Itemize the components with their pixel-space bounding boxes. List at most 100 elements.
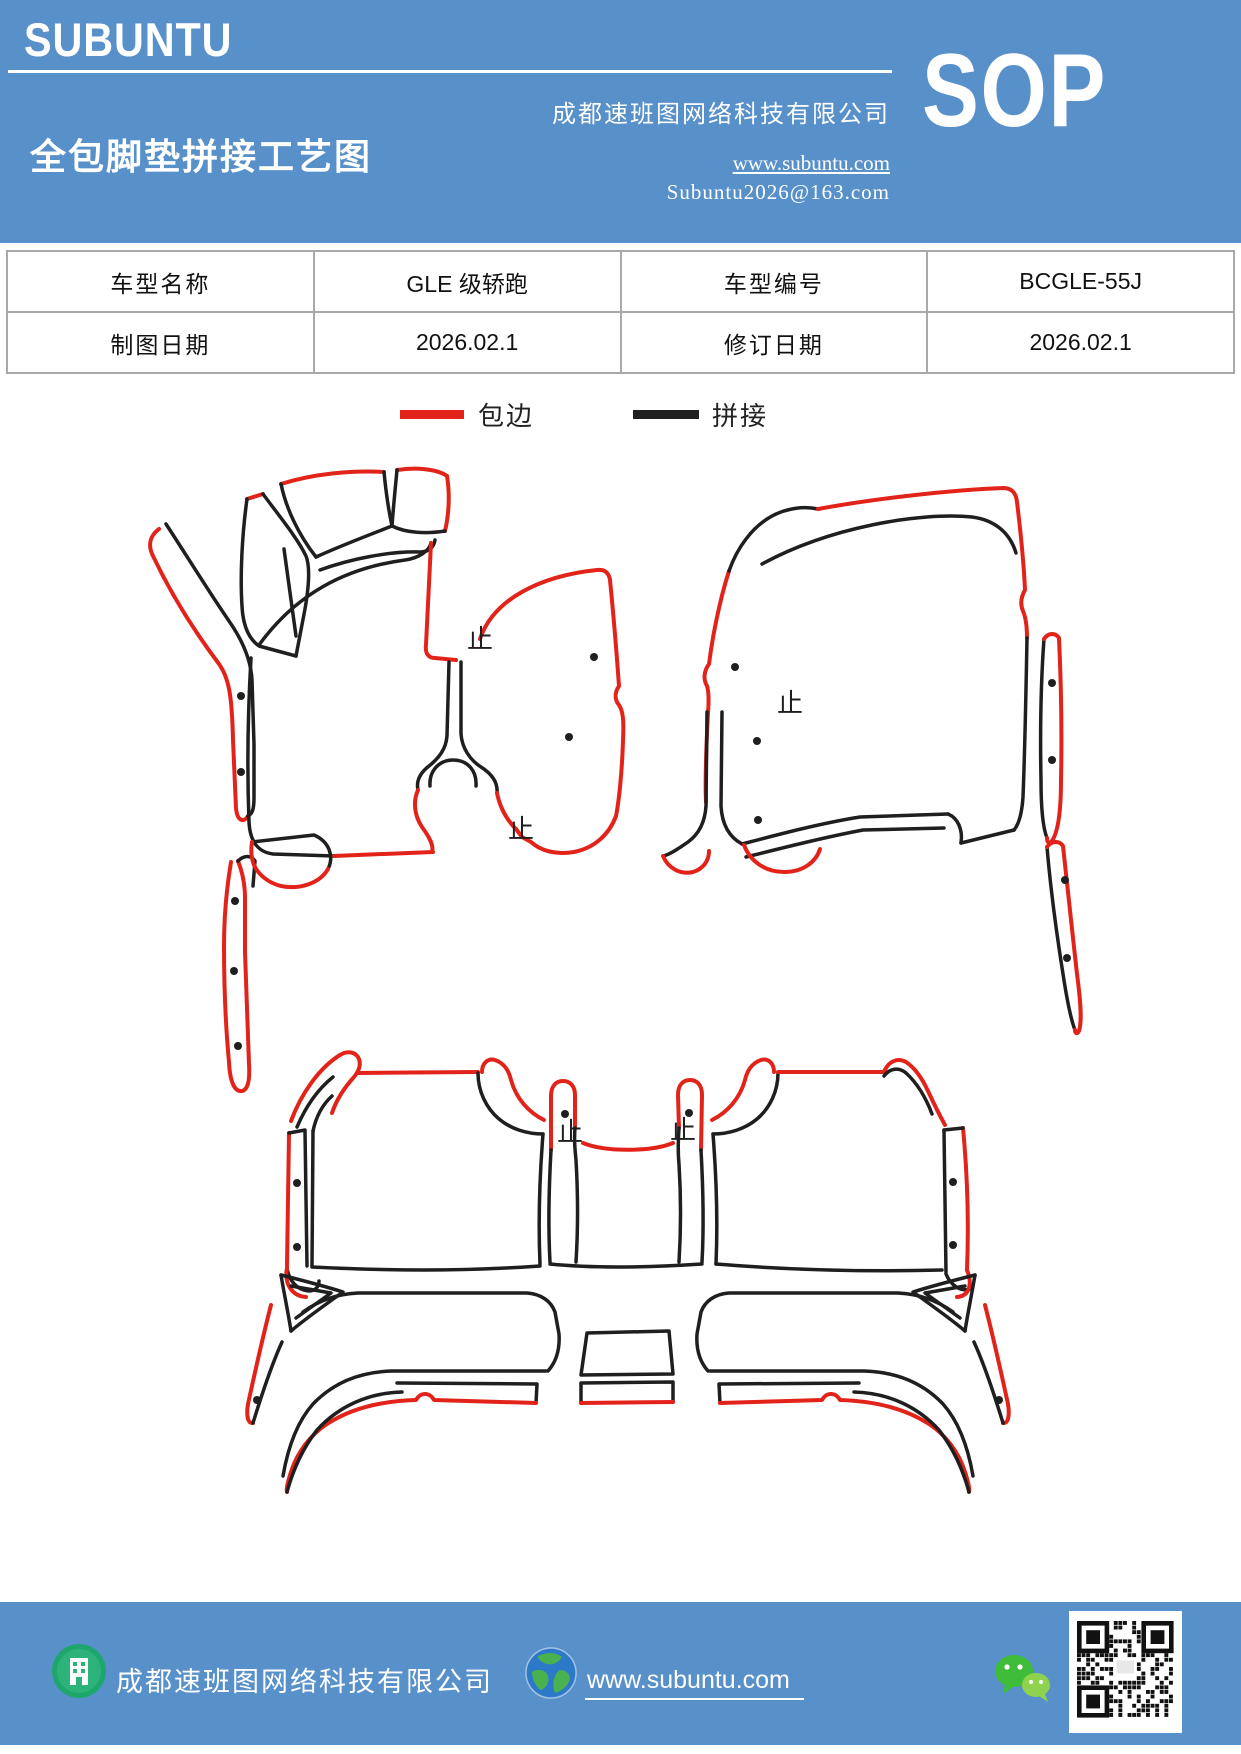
qr-module: [1146, 1713, 1150, 1717]
splice-outline-path: [740, 812, 950, 846]
header-website-link[interactable]: www.subuntu.com: [0, 151, 890, 176]
stop-mark: 止: [670, 1115, 696, 1145]
splice-outline-path: [537, 1132, 545, 1266]
qr-module: [1159, 1685, 1164, 1690]
edging-outline-path: [742, 843, 822, 874]
edging-outline-path: [882, 1058, 947, 1127]
edging-outline-path: [222, 859, 252, 1094]
qr-module: [1077, 1667, 1081, 1671]
footer-website-text[interactable]: www.subuntu.com: [587, 1666, 790, 1694]
edging-outline-path: [676, 1078, 704, 1152]
qr-module: [1136, 1713, 1141, 1717]
splice-outline-path: [415, 660, 451, 792]
qr-module: [1155, 1708, 1160, 1713]
wechat-icon: [995, 1655, 1050, 1702]
edging-outline-path: [355, 1070, 480, 1075]
edging-outline-path: [249, 840, 330, 889]
qr-module: [1164, 1699, 1169, 1704]
qr-module: [1169, 1694, 1173, 1699]
edging-outline-path: [478, 567, 612, 641]
qr-module: [1127, 1653, 1132, 1658]
legend-label-splice: 拼接: [712, 402, 769, 431]
qr-module: [1150, 1694, 1155, 1699]
qr-module: [1109, 1671, 1114, 1676]
qr-module: [1127, 1694, 1132, 1699]
qr-module: [1081, 1676, 1086, 1681]
alignment-dot: [949, 1241, 957, 1249]
edging-outline-path: [961, 1126, 970, 1272]
qr-module: [1109, 1634, 1114, 1639]
qr-module: [1095, 1680, 1100, 1685]
qr-module: [1132, 1625, 1137, 1630]
website-link-text[interactable]: www.subuntu.com: [732, 151, 890, 175]
footer-website-link[interactable]: www.subuntu.com: [585, 1666, 804, 1700]
qr-module: [1090, 1667, 1095, 1671]
edging-outline-path: [983, 1303, 1011, 1426]
qr-module: [1164, 1676, 1169, 1681]
splice-outline-path: [257, 541, 433, 647]
splice-outline-path: [279, 482, 318, 559]
qr-module: [1127, 1713, 1132, 1717]
alignment-dot: [230, 967, 238, 975]
qr-module: [1123, 1639, 1127, 1644]
splice-outline-path: [719, 710, 744, 846]
qr-module: [1136, 1680, 1141, 1685]
qr-module: [1116, 1660, 1135, 1674]
splice-outline-path: [852, 1390, 971, 1494]
legend-swatch-edging: [400, 410, 464, 419]
alignment-dot: [561, 1110, 569, 1118]
splice-outline-path: [579, 1329, 675, 1377]
qr-module: [1164, 1685, 1169, 1690]
qr-module: [1146, 1690, 1150, 1694]
qr-module: [1136, 1634, 1141, 1639]
alignment-dot: [1061, 876, 1069, 884]
stop-mark: 止: [508, 814, 534, 844]
splice-outline-path: [390, 468, 399, 528]
qr-module: [1164, 1713, 1169, 1717]
qr-module: [1086, 1676, 1091, 1681]
splice-outline-path: [946, 812, 964, 845]
qr-module: [1155, 1713, 1160, 1717]
splice-outline-path: [303, 1129, 309, 1268]
qr-module: [1109, 1708, 1114, 1713]
edging-outline-path: [581, 1141, 675, 1152]
draw-date-value: 2026.02.1: [312, 311, 622, 374]
header-divider: [8, 70, 892, 73]
alignment-dot: [293, 1243, 301, 1251]
qr-module: [1169, 1667, 1173, 1671]
qr-module: [1141, 1671, 1146, 1676]
qr-module: [1164, 1657, 1169, 1662]
splice-outline-path: [459, 660, 499, 795]
qr-module: [1086, 1662, 1091, 1667]
qr-code: [1069, 1611, 1182, 1733]
qr-module: [1169, 1680, 1173, 1685]
splice-outline-path: [572, 1126, 580, 1264]
edging-outline-path: [608, 578, 626, 818]
splice-outline-path: [279, 1273, 345, 1333]
splice-outline-path: [239, 497, 298, 658]
qr-module: [1159, 1690, 1164, 1694]
alignment-dot: [949, 1178, 957, 1186]
qr-module: [1104, 1653, 1109, 1658]
alignment-dot: [1048, 756, 1056, 764]
globe-icon: [525, 1647, 577, 1699]
qr-module: [1113, 1699, 1118, 1704]
qr-module: [1164, 1653, 1169, 1658]
qr-module: [1086, 1657, 1091, 1662]
qr-module: [1127, 1648, 1132, 1653]
edging-outline-path: [520, 814, 618, 855]
splice-outline-path: [548, 1262, 704, 1269]
qr-module: [1118, 1703, 1123, 1708]
qr-module: [1127, 1639, 1132, 1644]
alignment-dot: [237, 692, 245, 700]
splice-outline-path: [279, 1273, 293, 1333]
edging-outline-path: [443, 474, 451, 533]
splice-outline-path: [310, 1264, 542, 1272]
qr-module: [1169, 1699, 1173, 1704]
qr-module: [1136, 1630, 1141, 1635]
qr-module: [1169, 1671, 1173, 1676]
qr-module: [1136, 1694, 1141, 1699]
edging-outline-path: [332, 850, 435, 858]
qr-module: [1127, 1685, 1132, 1690]
qr-module: [1109, 1685, 1114, 1690]
